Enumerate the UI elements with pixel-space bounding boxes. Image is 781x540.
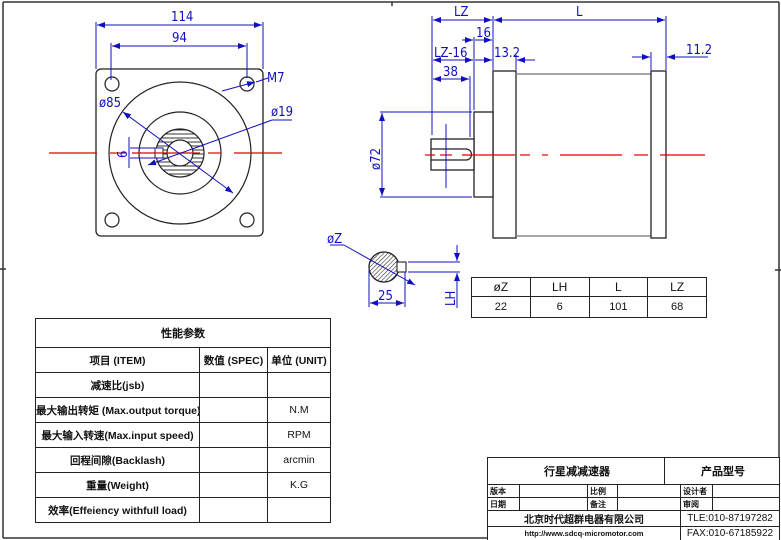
- product-name: 行星减减速器: [487, 457, 665, 485]
- table-row: 效率(Effeiency withfull load): [35, 497, 331, 523]
- scale-label: 比例: [587, 484, 618, 498]
- designer-value[interactable]: [711, 484, 781, 498]
- dim-lh: LH: [444, 291, 459, 306]
- param-header-l: L: [588, 277, 649, 297]
- reviewer-label: 审阅: [680, 497, 713, 511]
- table-row: 回程间隙(Backlash) arcmin: [35, 447, 331, 473]
- row-spec: [199, 372, 268, 398]
- telephone: TLE:010-87197282: [679, 510, 781, 527]
- model-label: 产品型号: [663, 457, 781, 485]
- designer-label: 设计者: [680, 484, 713, 498]
- reviewer-value[interactable]: [711, 497, 781, 511]
- dim-z-diameter: øZ: [327, 232, 342, 247]
- row-item: 最大输出转矩 (Max.output torque): [35, 397, 200, 423]
- dim-key-section-width: 25: [378, 289, 393, 304]
- row-item: 最大输入转速(Max.input speed): [35, 422, 200, 448]
- performance-table: 性能参数 项目 (ITEM) 数值 (SPEC) 单位 (UNIT) 减速比(j…: [35, 318, 331, 523]
- mounting-hole: [104, 212, 120, 228]
- remarks-value[interactable]: [617, 497, 681, 511]
- dimension-lines: [379, 16, 708, 198]
- row-item: 回程间隙(Backlash): [35, 447, 200, 473]
- dim-lz: LZ: [454, 5, 469, 20]
- row-spec: [199, 397, 268, 423]
- parameter-table: øZ LH L LZ 22 6 101 68: [471, 277, 707, 318]
- mounting-hole: [239, 212, 255, 228]
- dimension-lines: [95, 22, 292, 194]
- param-value-lz: 68: [647, 296, 707, 318]
- row-spec: [199, 447, 268, 473]
- dim-hole-spacing: 94: [172, 31, 187, 46]
- dim-shaft-diameter: ø19: [271, 105, 293, 120]
- row-unit: [267, 497, 331, 523]
- row-spec: [199, 497, 268, 523]
- version-value[interactable]: [519, 484, 588, 498]
- parameter-value-row: 22 6 101 68: [471, 296, 707, 318]
- param-header-z: øZ: [471, 277, 531, 297]
- date-label: 日期: [487, 497, 520, 511]
- header-unit: 单位 (UNIT): [267, 347, 331, 373]
- dim-thread: M7: [267, 71, 285, 86]
- performance-table-title: 性能参数: [35, 318, 331, 348]
- row-item: 效率(Effeiency withfull load): [35, 497, 200, 523]
- side-view: LZ L 16 LZ-16 13.2 38 11.2 ø72: [369, 5, 712, 239]
- header-item: 项目 (ITEM): [35, 347, 200, 373]
- dim-key-width: 6: [116, 151, 131, 158]
- param-header-lh: LH: [529, 277, 590, 297]
- param-value-l: 101: [588, 296, 649, 318]
- dim-13-2: 13.2: [494, 46, 520, 61]
- row-item: 减速比(jsb): [35, 372, 200, 398]
- param-value-z: 22: [471, 296, 531, 318]
- row-item: 重量(Weight): [35, 472, 200, 498]
- row-unit: K.G: [267, 472, 331, 498]
- mounting-hole: [104, 76, 120, 92]
- dim-flange-diameter: ø72: [369, 148, 384, 170]
- row-unit: arcmin: [267, 447, 331, 473]
- scale-value[interactable]: [617, 484, 681, 498]
- key: [396, 261, 407, 273]
- date-value[interactable]: [519, 497, 588, 511]
- row-unit: [267, 372, 331, 398]
- version-label: 版本: [487, 484, 520, 498]
- header-spec: 数值 (SPEC): [199, 347, 268, 373]
- dim-pilot-diameter: ø85: [99, 96, 121, 111]
- dim-overall-width: 114: [171, 10, 193, 25]
- row-spec: [199, 472, 268, 498]
- key-section-view: øZ 25 LH: [327, 232, 460, 308]
- website-link[interactable]: http://www.sdcq-micromotor.com: [487, 526, 681, 540]
- front-view: 114 94 M7 ø85 ø19 6: [49, 10, 293, 237]
- table-row: 最大输入转速(Max.input speed) RPM: [35, 422, 331, 448]
- fax: FAX:010-67185922: [679, 526, 781, 540]
- dim-11-2: 11.2: [686, 43, 712, 58]
- title-block: 行星减减速器 产品型号 版本 比例 设计者 日期 备注 审阅 北京时代超群电器有…: [487, 457, 781, 540]
- param-value-lh: 6: [529, 296, 590, 318]
- dim-l: L: [576, 5, 583, 20]
- dimension-lines: [330, 244, 460, 308]
- dim-16: 16: [476, 26, 491, 41]
- table-row: 减速比(jsb): [35, 372, 331, 398]
- table-row: 重量(Weight) K.G: [35, 472, 331, 498]
- row-spec: [199, 422, 268, 448]
- parameter-header-row: øZ LH L LZ: [471, 277, 707, 297]
- dim-38: 38: [443, 65, 458, 80]
- company-name: 北京时代超群电器有限公司: [487, 510, 681, 527]
- dim-lz-minus-16: LZ-16: [434, 46, 467, 61]
- table-row: 最大输出转矩 (Max.output torque) N.M: [35, 397, 331, 423]
- remarks-label: 备注: [587, 497, 618, 511]
- param-header-lz: LZ: [647, 277, 707, 297]
- row-unit: RPM: [267, 422, 331, 448]
- row-unit: N.M: [267, 397, 331, 423]
